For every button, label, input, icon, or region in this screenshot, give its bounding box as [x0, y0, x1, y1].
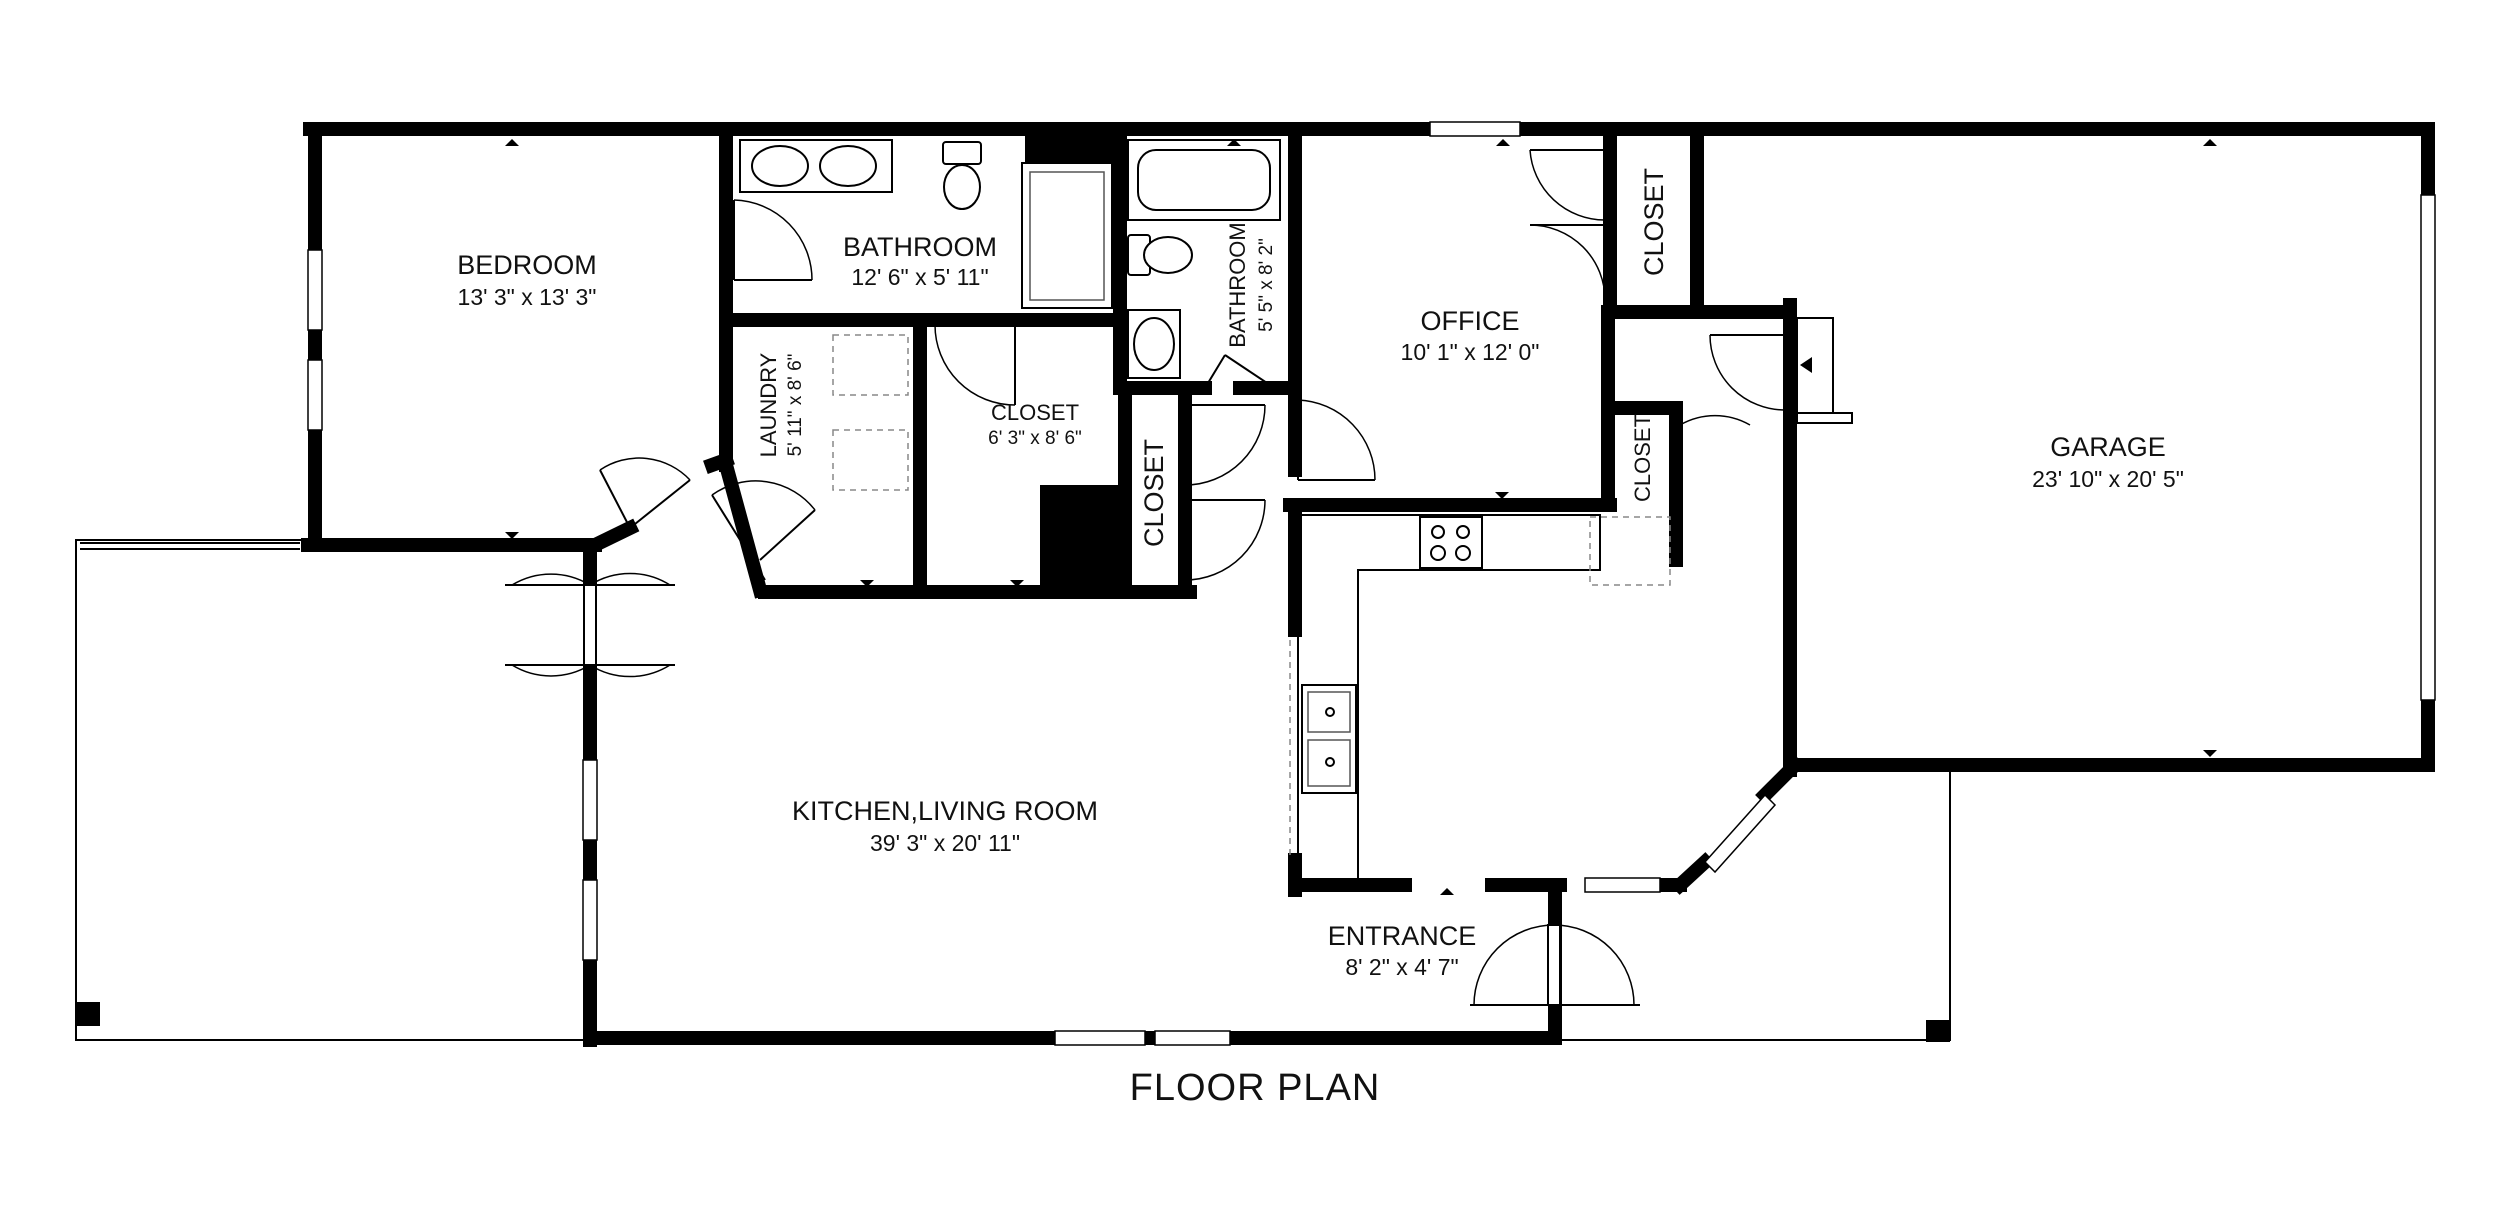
garage-dims: 23' 10" x 20' 5": [2032, 466, 2184, 492]
bathroom-dims: 12' 6" x 5' 11": [851, 264, 988, 290]
door-closet-small[interactable]: [1679, 414, 1751, 495]
sink-2: [1127, 309, 1181, 379]
door-bathroom-2[interactable]: [1204, 354, 1271, 389]
office-name: OFFICE: [1421, 306, 1520, 336]
laundry-dims: 5' 11" x 8' 6": [785, 354, 806, 457]
door-closet-hall[interactable]: [1184, 404, 1266, 581]
door-office[interactable]: [1297, 399, 1376, 481]
toilet-1: [942, 141, 982, 210]
door-entrance[interactable]: [1470, 924, 1640, 1006]
bathtub: [1127, 139, 1281, 221]
bathroom-2-dims: 5' 5" x 8' 2": [1256, 238, 1277, 332]
garage-name: GARAGE: [2050, 432, 2166, 462]
entrance-dims: 8' 2" x 4' 7": [1345, 954, 1458, 980]
wall-ticks: [505, 139, 2217, 895]
walls: [301, 122, 2435, 1047]
door-living-left[interactable]: [505, 572, 675, 678]
kitchen-counter: [1289, 514, 1671, 885]
plan-caption: FLOOR PLAN: [1130, 1067, 1381, 1109]
toilet-2: [1127, 234, 1193, 276]
bathroom-name: BATHROOM: [843, 232, 997, 262]
garage-steps: [1796, 317, 1853, 424]
fixtures: [739, 139, 1671, 885]
door-bathroom[interactable]: [733, 199, 813, 281]
closet-small-name: CLOSET: [1630, 414, 1655, 502]
closet-office-name: CLOSET: [1639, 168, 1669, 276]
bedroom-dims: 13' 3" x 13' 3": [458, 284, 597, 310]
door-closet-center[interactable]: [934, 324, 1016, 406]
room-labels: BEDROOM 13' 3" x 13' 3" BATHROOM 12' 6" …: [457, 168, 2184, 980]
entrance-name: ENTRANCE: [1328, 921, 1477, 951]
kitchen-dims: 39' 3" x 20' 11": [870, 830, 1020, 856]
office-dims: 10' 1" x 12' 0": [1401, 339, 1540, 365]
closet-hall-name: CLOSET: [1139, 439, 1169, 547]
windows: [80, 121, 2436, 1046]
door-garage[interactable]: [1709, 334, 1786, 411]
door-bedroom[interactable]: [599, 457, 691, 529]
door-closet-office[interactable]: [1529, 149, 1606, 301]
bathroom-2-name: BATHROOM: [1225, 222, 1250, 347]
kitchen-name: KITCHEN,LIVING ROOM: [792, 796, 1098, 826]
laundry-name: LAUNDRY: [756, 352, 781, 457]
vanity-sinks: [739, 139, 893, 193]
door-laundry[interactable]: [711, 480, 816, 581]
doors: [505, 149, 1853, 1006]
patio-outline: [75, 539, 1951, 1042]
closet-center-name: CLOSET: [991, 400, 1079, 425]
closet-center-dims: 6' 3" x 8' 6": [988, 428, 1082, 449]
bedroom-name: BEDROOM: [457, 250, 597, 280]
shower-1: [1021, 162, 1113, 309]
